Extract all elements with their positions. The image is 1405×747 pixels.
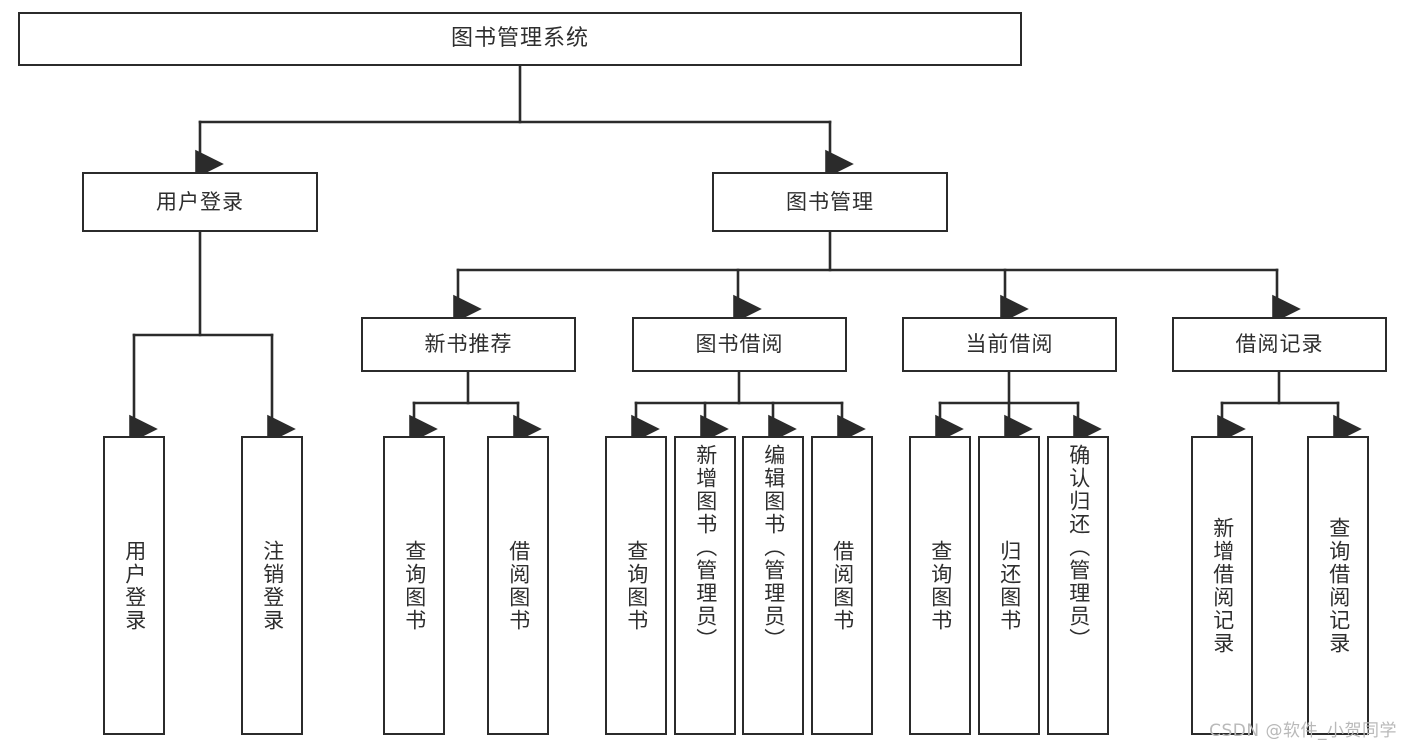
node-book-manage-label: 图书管理: [786, 189, 874, 214]
node-root[interactable]: 图书管理系统: [18, 12, 1022, 66]
node-leaf-add-record[interactable]: 新增借阅记录: [1191, 436, 1253, 735]
node-new-book-rec-label: 新书推荐: [424, 332, 513, 356]
node-borrow-record[interactable]: 借阅记录: [1172, 317, 1387, 372]
node-leaf-borrow-book-1-label: 借阅图书: [506, 539, 531, 632]
node-leaf-borrow-book-2-label: 借阅图书: [830, 539, 855, 632]
node-leaf-logout-label: 注销登录: [260, 539, 285, 632]
node-leaf-query-record[interactable]: 查询借阅记录: [1307, 436, 1369, 735]
node-leaf-add-book-label: 新增图书（管理员）: [693, 444, 718, 651]
node-leaf-edit-book[interactable]: 编辑图书（管理员）: [742, 436, 804, 735]
node-book-borrow[interactable]: 图书借阅: [632, 317, 847, 372]
node-book-borrow-label: 图书借阅: [695, 332, 784, 356]
node-leaf-add-record-label: 新增借阅记录: [1210, 516, 1235, 655]
node-leaf-query-book-2-label: 查询图书: [624, 539, 649, 632]
node-leaf-confirm-return[interactable]: 确认归还（管理员）: [1047, 436, 1109, 735]
node-leaf-edit-book-label: 编辑图书（管理员）: [761, 444, 786, 651]
node-leaf-query-record-label: 查询借阅记录: [1326, 516, 1351, 655]
node-leaf-return-book-label: 归还图书: [997, 539, 1022, 632]
node-leaf-query-book-3[interactable]: 查询图书: [909, 436, 971, 735]
node-root-label: 图书管理系统: [450, 26, 589, 51]
node-leaf-add-book[interactable]: 新增图书（管理员）: [674, 436, 736, 735]
node-leaf-query-book-1[interactable]: 查询图书: [383, 436, 445, 735]
node-borrow-record-label: 借阅记录: [1235, 332, 1324, 356]
node-user-login[interactable]: 用户登录: [82, 172, 318, 232]
node-book-manage[interactable]: 图书管理: [712, 172, 948, 232]
node-new-book-rec[interactable]: 新书推荐: [361, 317, 576, 372]
node-leaf-borrow-book-1[interactable]: 借阅图书: [487, 436, 549, 735]
node-current-borrow-label: 当前借阅: [965, 332, 1054, 356]
node-leaf-user-login[interactable]: 用户登录: [103, 436, 165, 735]
node-leaf-logout[interactable]: 注销登录: [241, 436, 303, 735]
node-leaf-borrow-book-2[interactable]: 借阅图书: [811, 436, 873, 735]
watermark: CSDN @软件_小贺同学: [1209, 721, 1397, 741]
node-leaf-query-book-3-label: 查询图书: [928, 539, 953, 632]
node-leaf-user-login-label: 用户登录: [122, 539, 147, 632]
node-leaf-query-book-1-label: 查询图书: [402, 539, 427, 632]
node-current-borrow[interactable]: 当前借阅: [902, 317, 1117, 372]
node-leaf-confirm-return-label: 确认归还（管理员）: [1066, 444, 1091, 651]
node-user-login-label: 用户登录: [156, 189, 244, 214]
node-leaf-return-book[interactable]: 归还图书: [978, 436, 1040, 735]
node-leaf-query-book-2[interactable]: 查询图书: [605, 436, 667, 735]
